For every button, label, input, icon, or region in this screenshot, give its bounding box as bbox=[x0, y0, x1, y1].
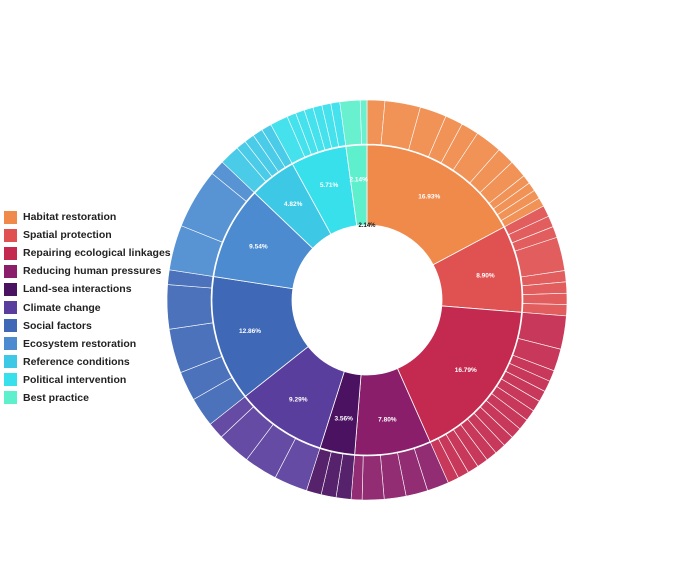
inner-ring-layer: 16.93% 8.90% 16.79% 7.80% 3.56% 9.29% 12.86% 9.… bbox=[211, 144, 523, 456]
legend-label: Best practice bbox=[23, 391, 89, 404]
legend-label: Social factors bbox=[23, 319, 92, 332]
legend-swatch bbox=[4, 228, 17, 242]
percent-label-reference-conditions: 4.82% bbox=[284, 201, 303, 208]
legend-swatch bbox=[4, 210, 17, 224]
legend-label: Ecosystem restoration bbox=[23, 337, 137, 350]
outer-segment-reducing-human-pressures-3 bbox=[361, 455, 385, 501]
legend-label: Land-sea interactions bbox=[23, 283, 132, 296]
legend-swatch bbox=[4, 319, 17, 333]
percent-label-ecosystem-restoration: 9.54% bbox=[249, 244, 268, 251]
legend-swatch bbox=[4, 282, 17, 296]
outer-segment-best-practice-1 bbox=[359, 99, 368, 145]
legend-swatch bbox=[4, 355, 17, 369]
legend-label: Spatial protection bbox=[23, 229, 112, 242]
legend-label: Habitat restoration bbox=[23, 211, 117, 224]
percent-label-political-intervention: 5.71% bbox=[320, 182, 339, 189]
legend-label: Reducing human pressures bbox=[23, 265, 162, 278]
legend-swatch bbox=[4, 337, 17, 351]
percent-label-repairing-ecological-linkages: 16.79% bbox=[455, 367, 477, 374]
legend-swatch bbox=[4, 301, 17, 315]
outer-segment-spatial-protection-6 bbox=[522, 292, 568, 305]
legend-label: Repairing ecological linkages bbox=[23, 247, 171, 260]
percent-label-social-factors: 12.86% bbox=[239, 328, 261, 335]
center-hole bbox=[301, 234, 433, 366]
legend-swatch bbox=[4, 264, 17, 278]
legend-swatch bbox=[4, 373, 17, 387]
legend-item-climate-change: Climate change bbox=[4, 298, 174, 316]
legend-item-land-sea-interactions: Land-sea interactions bbox=[4, 280, 174, 298]
inner-segment-repairing-ecological-linkages bbox=[396, 305, 522, 443]
legend-label: Climate change bbox=[23, 301, 101, 314]
center-label: 2.14% bbox=[358, 223, 376, 229]
percent-label-spatial-protection: 8.90% bbox=[476, 272, 495, 279]
legend-swatch bbox=[4, 246, 17, 260]
inner-segment-best-practice bbox=[345, 144, 368, 227]
legend-label: Political intervention bbox=[23, 373, 127, 386]
legend-item-habitat-restoration: Habitat restoration bbox=[4, 208, 174, 226]
legend-item-best-practice: Best practice bbox=[4, 389, 174, 407]
outer-ring-layer bbox=[166, 99, 568, 501]
legend-swatch bbox=[4, 391, 17, 405]
percent-label-best-practice: 2.14% bbox=[350, 176, 369, 183]
legend-item-reference-conditions: Reference conditions bbox=[4, 353, 174, 371]
percent-label-reducing-human-pressures: 7.80% bbox=[378, 416, 397, 423]
legend-item-political-intervention: Political intervention bbox=[4, 371, 174, 389]
legend-label: Reference conditions bbox=[23, 355, 130, 368]
legend-item-spatial-protection: Spatial protection bbox=[4, 226, 174, 244]
percent-label-habitat-restoration: 16.93% bbox=[418, 193, 440, 200]
percent-label-climate-change: 9.29% bbox=[289, 397, 308, 404]
legend-item-ecosystem-restoration: Ecosystem restoration bbox=[4, 335, 174, 353]
legend-item-repairing-ecological-linkages: Repairing ecological linkages bbox=[4, 244, 174, 262]
inner-segment-habitat-restoration bbox=[366, 144, 505, 266]
center-layer: 2.14% bbox=[358, 223, 376, 229]
percent-label-land-sea-interactions: 3.56% bbox=[335, 416, 354, 423]
legend-item-social-factors: Social factors bbox=[4, 317, 174, 335]
legend-item-reducing-human-pressures: Reducing human pressures bbox=[4, 262, 174, 280]
